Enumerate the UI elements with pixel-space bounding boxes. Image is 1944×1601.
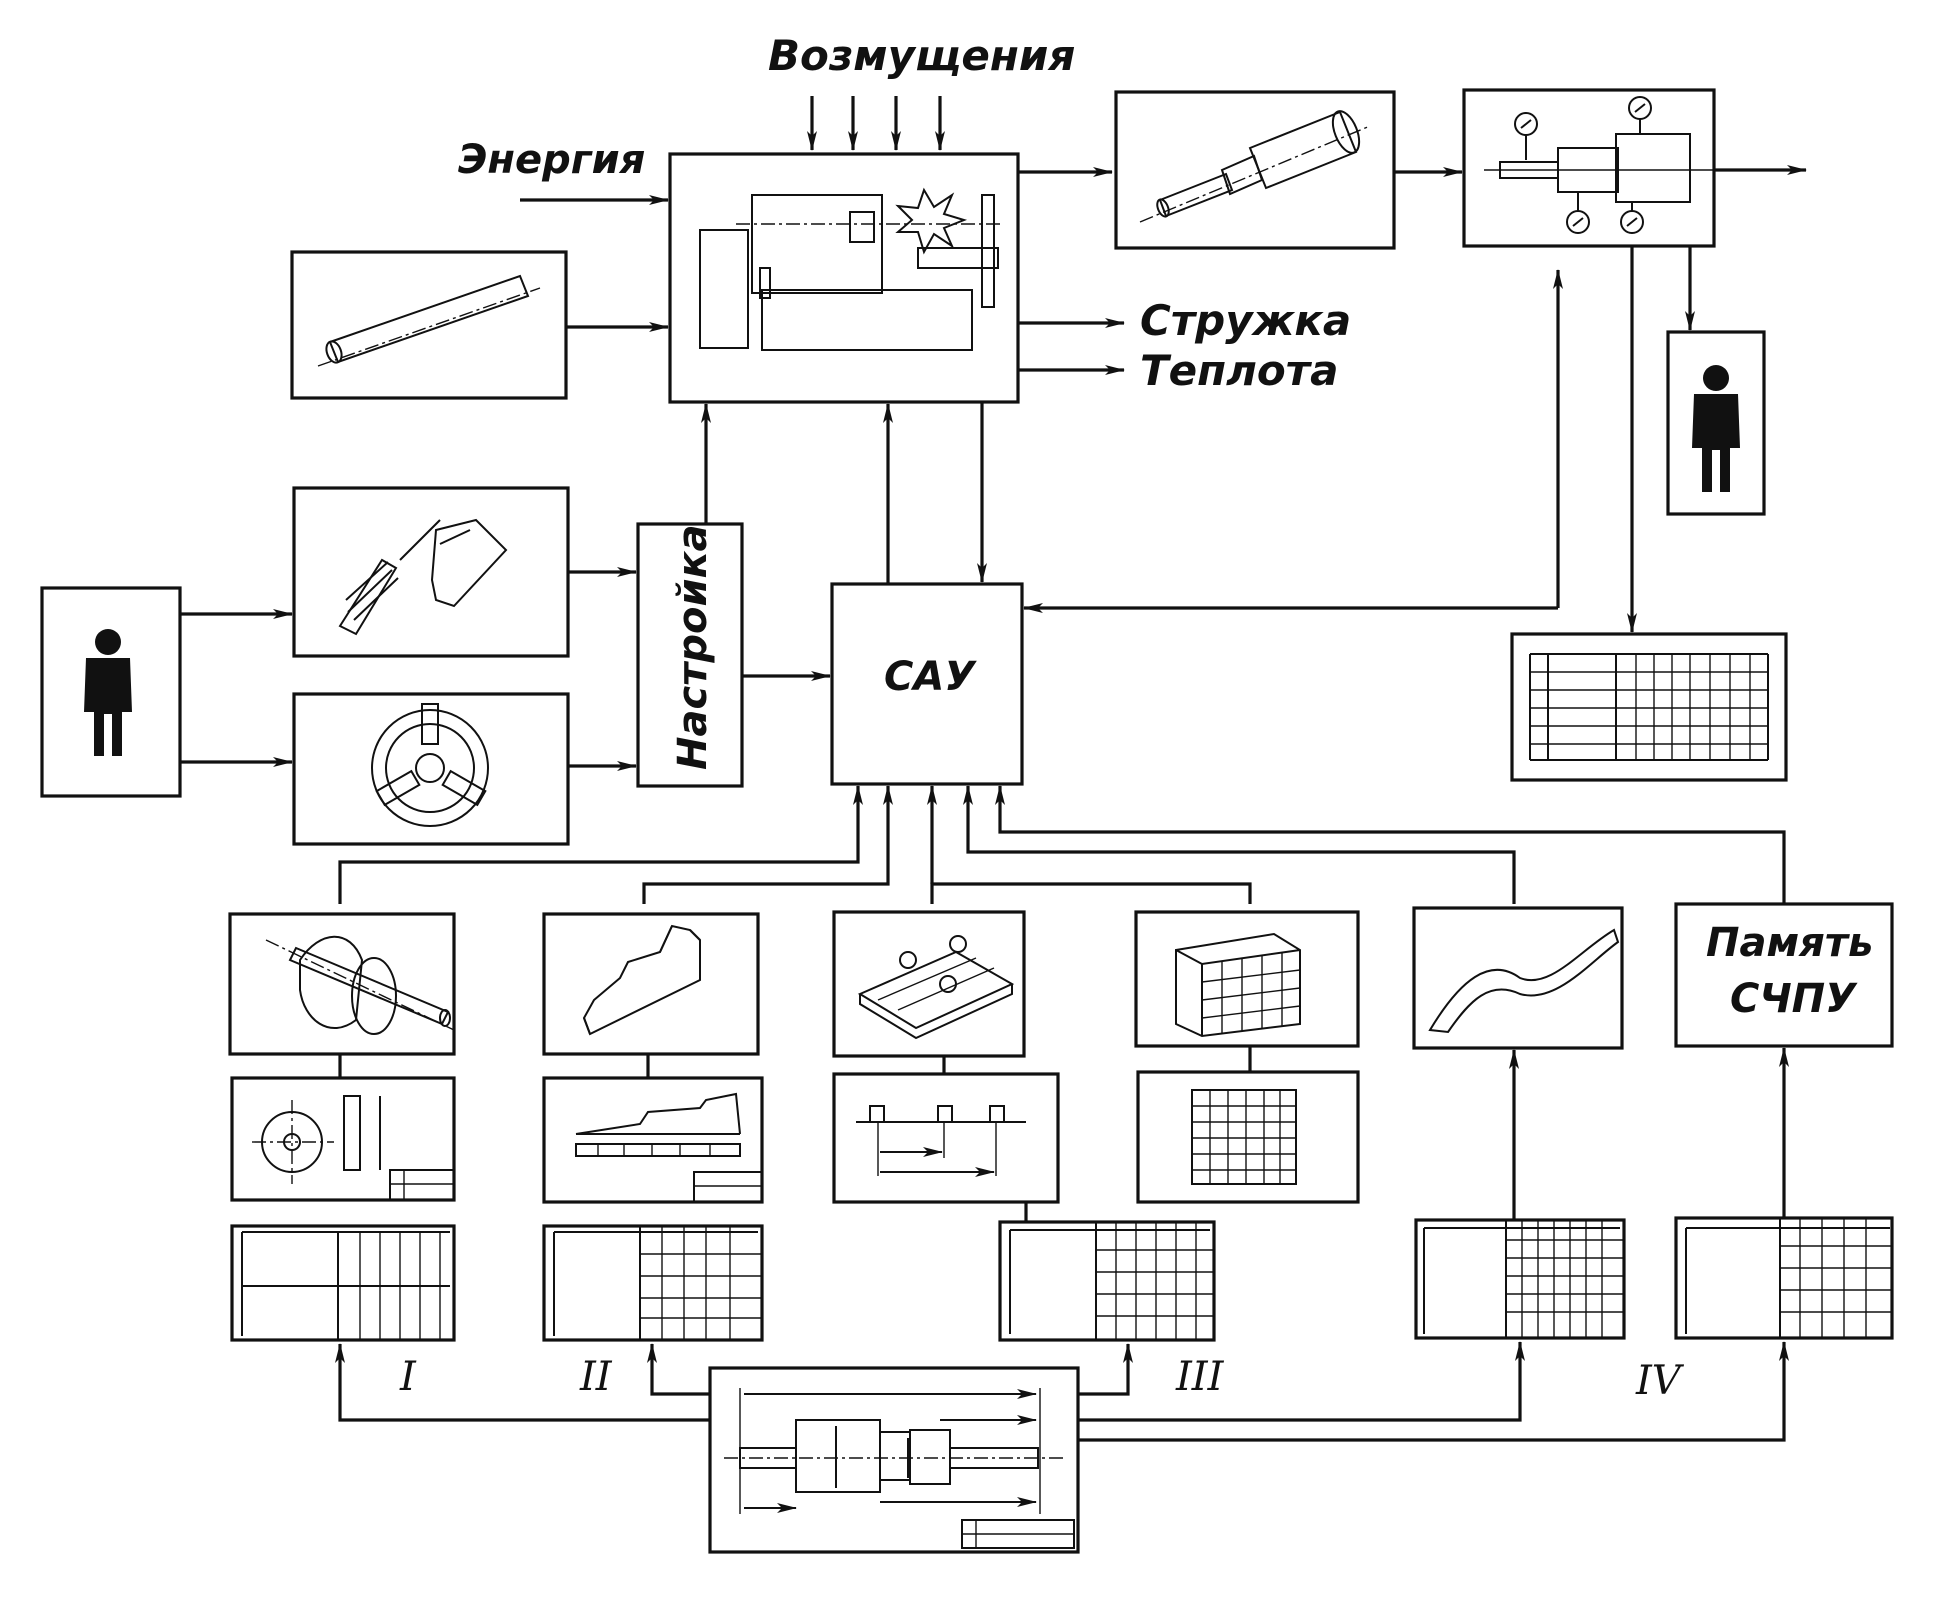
label-memory-line2: СЧПУ — [1730, 976, 1858, 1022]
column-3-stops-drawing — [832, 1072, 1060, 1204]
bus-line-3 — [930, 882, 1252, 904]
cutting-tools-box — [292, 486, 570, 658]
lathe-machine-box — [668, 152, 1020, 404]
label-energy: Энергия — [458, 137, 645, 183]
label-memory-line1: Память — [1706, 920, 1873, 966]
setup-box: Настройка — [636, 522, 744, 788]
operator-right-box — [1666, 330, 1766, 516]
memory-table — [1674, 1216, 1894, 1340]
roman-numeral-4: IV — [1635, 1358, 1685, 1404]
column-matrix-model — [1134, 910, 1360, 1048]
label-chips: Стружка — [1140, 296, 1351, 345]
column-1-table — [230, 1224, 456, 1342]
column-matrix-drawing — [1136, 1070, 1360, 1204]
column-2-template-drawing — [542, 1076, 764, 1204]
column-4-table — [1414, 1218, 1626, 1340]
bus-line-5 — [995, 785, 1786, 904]
column-1-cam-drawing — [230, 1076, 456, 1202]
column-4-profile-model — [1412, 906, 1624, 1050]
roman-numeral-1: I — [399, 1354, 417, 1400]
column-3-stops-model — [832, 910, 1026, 1058]
column-2-template-model — [542, 912, 760, 1056]
drawing-to-col2-line — [647, 1343, 710, 1396]
bus-line-4 — [963, 785, 1516, 904]
label-disturbances: Возмущения — [768, 31, 1075, 80]
result-table-right — [1510, 632, 1788, 782]
cnc-memory-box: Память СЧПУ — [1674, 902, 1894, 1048]
label-setup: Настройка — [670, 524, 716, 770]
drawing-to-col4-line — [1078, 1341, 1525, 1422]
bus-line-1 — [338, 785, 863, 904]
part-drawing-box — [708, 1366, 1080, 1554]
raw-bar-box — [290, 250, 568, 400]
finished-part-box — [1114, 90, 1396, 250]
column-2-table — [542, 1224, 764, 1342]
operator-left-box — [40, 586, 182, 798]
drawing-to-col3-line — [1078, 1343, 1133, 1396]
drawing-to-col1-line — [335, 1343, 710, 1422]
label-acs: САУ — [884, 654, 977, 700]
chuck-box — [292, 692, 570, 846]
roman-numeral-2: II — [579, 1354, 613, 1400]
roman-numeral-3: III — [1175, 1354, 1225, 1400]
bus-line-2 — [642, 785, 893, 904]
acs-box: САУ — [830, 582, 1024, 786]
column-1-cam-model — [228, 912, 456, 1056]
inspection-box — [1462, 88, 1800, 248]
column-3-table — [998, 1220, 1216, 1342]
disturbance-arrows — [807, 96, 945, 151]
label-heat: Теплота — [1140, 346, 1338, 395]
drawing-to-memory-line — [1078, 1341, 1789, 1442]
